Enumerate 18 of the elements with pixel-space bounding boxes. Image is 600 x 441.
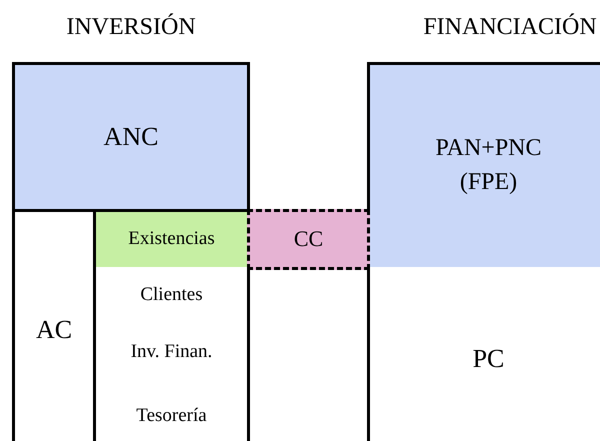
- box-label: Clientes: [140, 283, 203, 308]
- box-label: Inv. Finan.: [130, 340, 212, 364]
- balance-box: [367, 267, 600, 441]
- column-heading: FINANCIACIÓN: [423, 14, 597, 41]
- box-label: PAN+PNC (FPE): [434, 134, 543, 197]
- balance-box: [12, 62, 250, 212]
- balance-box: [93, 267, 250, 327]
- box-label: Tesorería: [136, 404, 207, 428]
- box-label: CC: [294, 225, 324, 254]
- balance-box: [93, 209, 250, 270]
- dashed-box: [247, 209, 370, 270]
- box-label: PC: [472, 342, 504, 375]
- box-label: Existencias: [128, 227, 215, 252]
- column-heading: INVERSIÓN: [66, 14, 196, 41]
- box-label: ANC: [104, 120, 158, 153]
- balance-box: [367, 62, 600, 270]
- balance-box: [93, 381, 250, 441]
- box-label: AC: [36, 314, 72, 346]
